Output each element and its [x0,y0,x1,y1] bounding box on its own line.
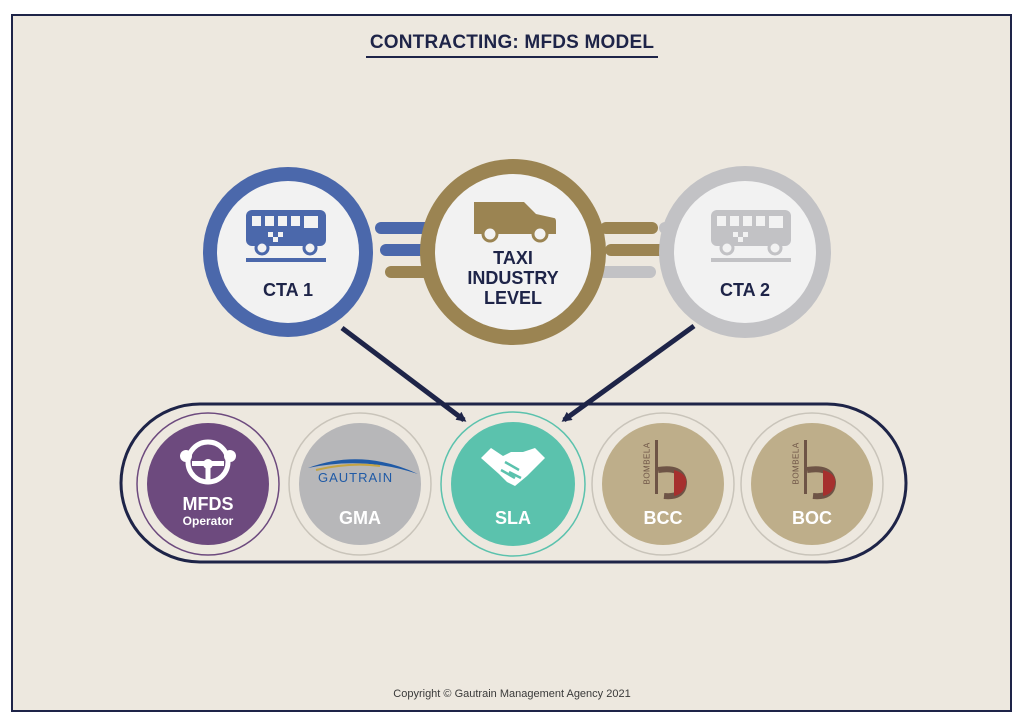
bcc-logo-text: BOMBELA [642,442,652,485]
bcc-label: BCC [643,508,683,528]
cta1-label: CTA 1 [262,280,313,300]
taxi-label-line3: LEVEL [483,288,542,309]
boc-node [740,412,884,556]
parties-container [119,402,908,564]
bombela-logo-icon [655,440,688,500]
sla-label: SLA [495,508,531,528]
boc-label: BOC [792,508,832,528]
taxi-label-line2: INDUSTRY [467,268,559,289]
gma-node [288,412,432,556]
cta1-node [203,167,373,337]
mfds-sublabel: Operator [182,514,234,528]
arrow-cta1-to-sla [340,326,467,422]
page-title: CONTRACTING: MFDS MODEL [369,32,655,53]
taxi-label-line1: TAXI [493,248,533,268]
cta2-node [659,166,831,338]
gma-label: GMA [339,508,381,528]
bcc-node [591,412,735,556]
bombela-logo-icon-boc [804,440,837,500]
cta2-label: CTA 2 [719,280,770,300]
title-underline [366,56,658,58]
taxi-industry-label: TAXI INDUSTRY LEVEL [453,248,573,308]
gautrain-logo-icon [308,459,418,474]
minibus-taxi-icon-cta2 [711,210,791,262]
steering-wheel-icon [180,439,236,485]
mfds-label: MFDS [182,494,234,514]
handshake-icon [481,448,545,486]
minibus-taxi-icon [246,210,326,262]
van-icon [474,202,556,243]
gautrain-logo-text: GAUTRAIN [318,470,394,485]
boc-logo-text: BOMBELA [791,442,801,485]
copyright-text: Copyright © Gautrain Management Agency 2… [393,688,631,700]
page-frame [11,14,1012,712]
arrow-cta2-to-sla [561,323,696,423]
